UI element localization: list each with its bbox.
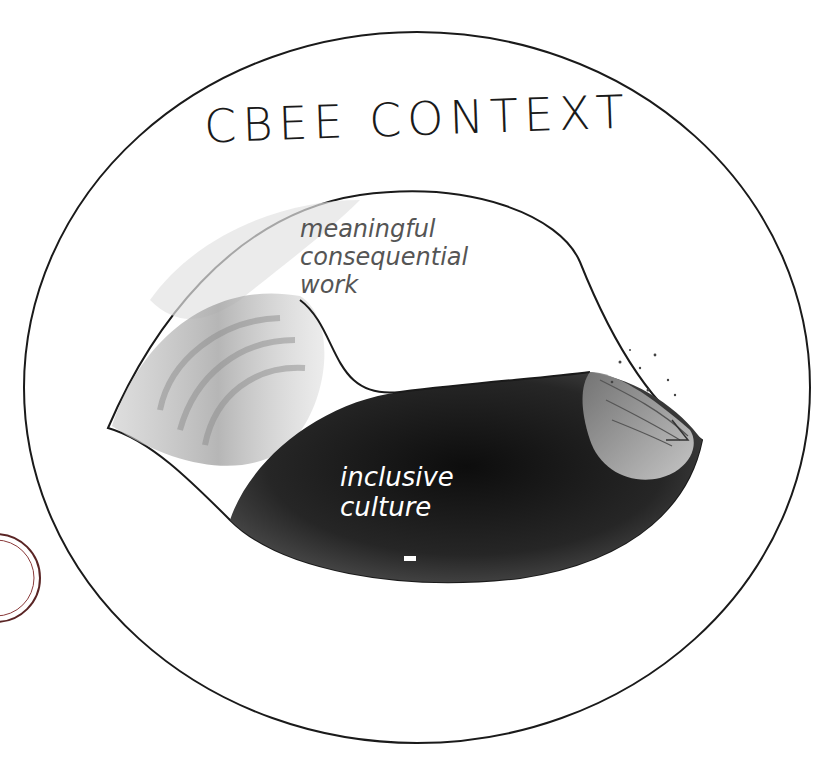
- context-circle: CBEE CONTEXT meaningful consequential wor…: [22, 30, 812, 745]
- splash-strokes: [600, 380, 688, 446]
- context-title: CBEE CONTEXT: [21, 78, 812, 160]
- logo-ring: [0, 540, 34, 616]
- splash-arrowhead: [666, 420, 688, 440]
- blob-outline: [108, 191, 702, 582]
- small-mark: [404, 556, 416, 561]
- dark-region: [230, 372, 702, 582]
- right-splash: [583, 372, 694, 480]
- region-label: meaningful consequential work: [300, 215, 505, 299]
- splash-dots: [611, 349, 677, 396]
- s-divider: [300, 300, 590, 393]
- light-region-label: meaningful consequential work: [300, 215, 505, 315]
- logo-seal: [0, 534, 40, 622]
- region-label: inclusive culture: [340, 462, 490, 522]
- wave-strokes: [160, 318, 305, 445]
- dark-region-label: inclusive culture: [340, 462, 490, 532]
